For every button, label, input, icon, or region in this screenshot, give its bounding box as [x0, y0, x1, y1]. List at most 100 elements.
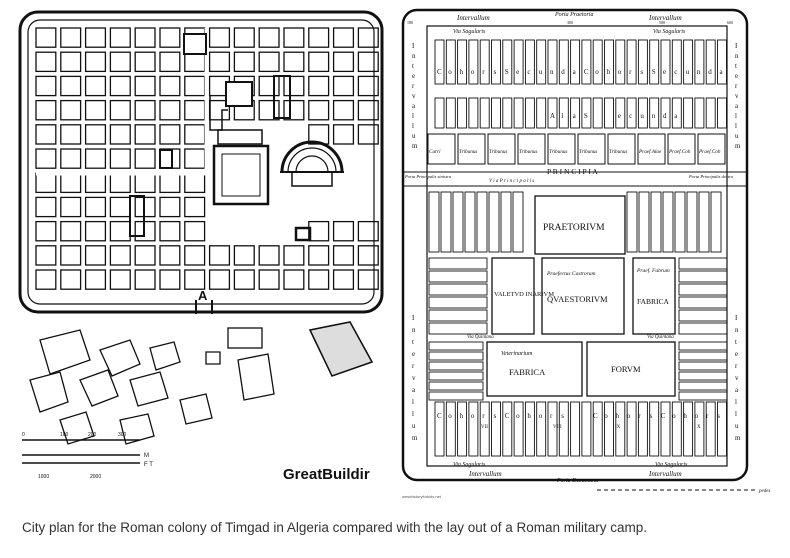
timgad-plan-drawing: A 0 100 200 300 1000 2000 — [18, 10, 384, 480]
side-row-right — [678, 257, 728, 270]
side-letter-left: n — [412, 52, 416, 60]
ala-strip — [468, 97, 479, 129]
ala-strip — [671, 97, 682, 129]
city-block — [159, 51, 181, 73]
scale-label-3: 300 — [118, 432, 127, 438]
scale-label-1: 100 — [60, 432, 69, 438]
city-block — [84, 99, 107, 121]
bottom-letter: o — [627, 412, 631, 420]
bottom-letter: s — [561, 412, 564, 420]
barrack-letter: r — [629, 68, 632, 76]
bottom-barrack — [671, 401, 682, 457]
side-letter-left: r — [412, 82, 415, 90]
city-block — [357, 269, 379, 290]
city-block — [60, 124, 82, 145]
city-block — [109, 99, 131, 121]
city-block — [109, 51, 131, 73]
ala-strip — [513, 97, 524, 129]
city-block — [60, 75, 82, 97]
mid-barrack — [452, 191, 464, 253]
city-block — [134, 196, 156, 218]
city-block — [332, 27, 355, 48]
bottom-barrack — [615, 401, 626, 457]
lower-row-right — [678, 341, 728, 351]
city-block — [60, 51, 82, 73]
barrack-strip — [626, 39, 637, 85]
side-letter-right-lower: u — [735, 422, 739, 430]
ala-strip — [570, 97, 581, 129]
lower-row-right — [678, 361, 728, 371]
barrack-letter: c — [527, 68, 530, 76]
tribune-house — [517, 133, 546, 165]
barrack-strip — [592, 39, 603, 85]
city-block — [35, 51, 57, 73]
ala-letter: c — [629, 112, 632, 120]
barrack-letter: h — [607, 68, 611, 76]
bottom-barrack — [570, 401, 581, 457]
city-block — [35, 27, 57, 48]
bottom-letter: h — [460, 412, 464, 420]
city-block — [332, 51, 355, 73]
city-block — [184, 245, 206, 266]
side-letter-right-lower: v — [735, 374, 739, 382]
city-block — [283, 75, 305, 97]
via-principalis: V i a P r i n c i p a l i s — [489, 179, 534, 184]
barrack-letter: c — [674, 68, 677, 76]
lower-row-left — [428, 361, 484, 371]
side-letter-right-lower: t — [735, 338, 737, 346]
bottom-barrack — [468, 401, 479, 457]
ala-letter: A — [550, 112, 555, 120]
lower-row-left — [428, 391, 484, 401]
city-block — [208, 269, 231, 290]
city-block — [84, 220, 107, 242]
city-block — [332, 75, 355, 97]
lower-row-right — [678, 371, 728, 381]
city-block — [208, 245, 231, 266]
lower-row-left — [428, 381, 484, 391]
ala-strip — [457, 97, 468, 129]
city-block — [60, 27, 82, 48]
top-number-2: 300 — [567, 20, 573, 25]
bottom-barrack — [705, 401, 716, 457]
city-block — [159, 99, 181, 121]
cohort-numeral: IX — [615, 425, 621, 430]
ala-letter: d — [663, 112, 667, 120]
barrack-letter: a — [573, 68, 577, 76]
mid-barrack — [686, 191, 698, 253]
side-letter-right-lower: m — [735, 434, 741, 442]
porta-principalis-dextra: Porta Principalis dextra — [688, 174, 734, 179]
barrack-strip — [479, 39, 490, 85]
city-block — [184, 172, 206, 194]
principia-label: P R I N C I P I A — [547, 167, 598, 176]
bottom-letter: h — [527, 412, 531, 420]
bottom-barrack — [536, 401, 547, 457]
scale-label-0: 0 — [22, 432, 25, 438]
side-letter-left: u — [412, 132, 416, 140]
side-letter-right-lower: I — [735, 314, 738, 322]
bottom-barrack — [626, 401, 637, 457]
barrack-strip — [547, 39, 558, 85]
ala-strip — [615, 97, 626, 129]
city-block — [84, 269, 107, 290]
timgad-plan: A 0 100 200 300 1000 2000 — [0, 0, 392, 500]
barrack-strip — [717, 39, 727, 85]
barrack-letter: e — [663, 68, 666, 76]
city-block — [134, 124, 156, 145]
city-block — [357, 51, 379, 73]
city-block — [332, 220, 355, 242]
bottom-barrack — [445, 401, 456, 457]
side-letter-left: e — [412, 72, 415, 80]
veterinarium: Veterinarium — [501, 351, 533, 357]
city-block — [332, 269, 355, 290]
barrack-letter: u — [539, 68, 543, 76]
valetudinarium: VALETVD INARIVM — [494, 291, 554, 298]
scale-pedes: pedes — [758, 489, 770, 494]
city-block — [357, 27, 379, 48]
tribune-label: Tribunus — [489, 149, 507, 155]
ala-strip — [717, 97, 727, 129]
top-number-3: 500 — [659, 20, 665, 25]
bottom-letter: r — [550, 412, 553, 420]
bottom-letter: s — [717, 412, 720, 420]
barrack-letter: o — [471, 68, 475, 76]
ala-letter: u — [640, 112, 644, 120]
